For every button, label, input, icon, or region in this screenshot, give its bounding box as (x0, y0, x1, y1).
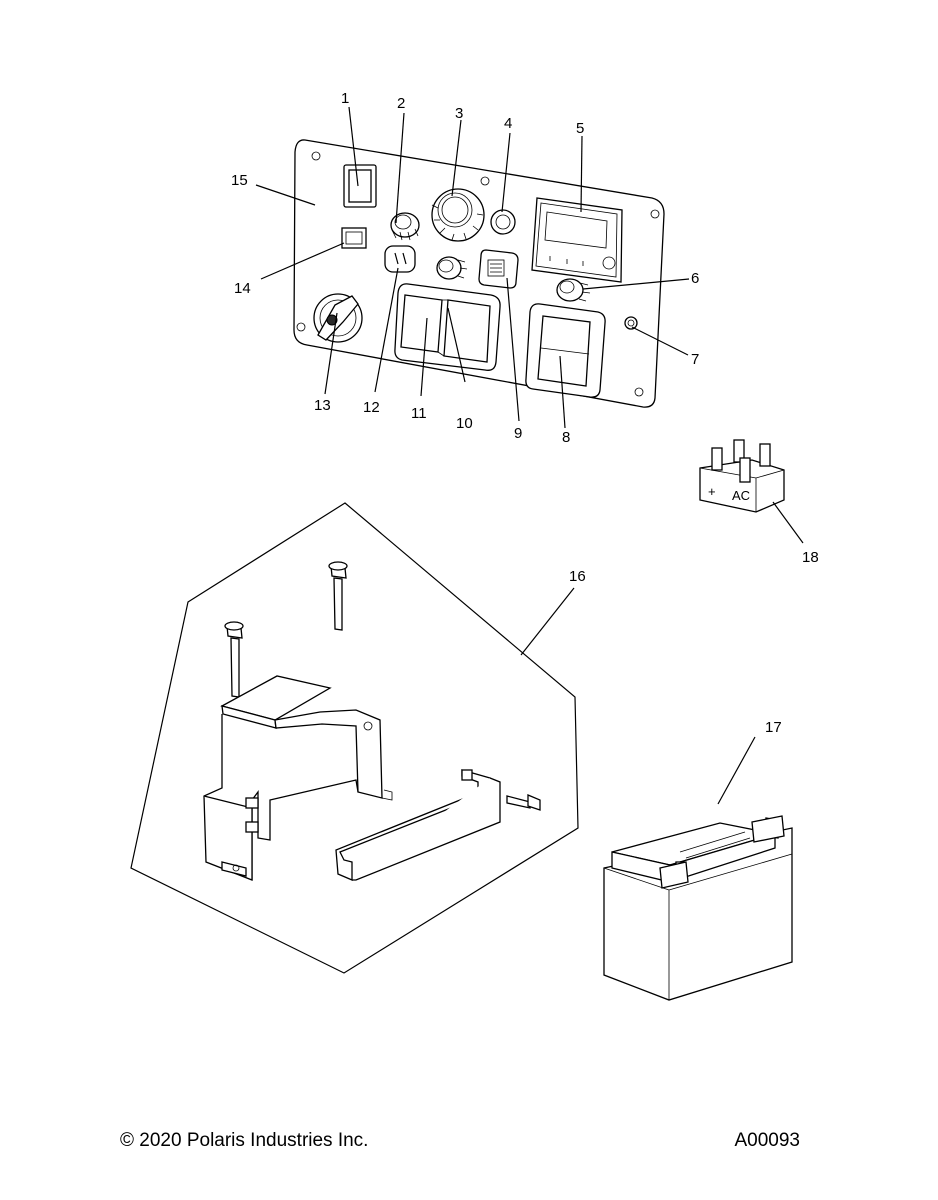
callout-6: 6 (691, 270, 699, 287)
battery-part-17 (603, 815, 793, 1001)
screw-part-7 (624, 316, 638, 330)
rocker-switch-part-1 (343, 164, 377, 208)
key-switch-part-13 (313, 293, 363, 343)
callout-15: 15 (231, 172, 248, 189)
rectifier-part-18: + AC (699, 439, 785, 513)
dial-part-3 (431, 188, 485, 242)
callout-3: 3 (455, 105, 463, 122)
callout-11: 11 (411, 405, 427, 422)
copyright-text: © 2020 Polaris Industries Inc. (120, 1130, 369, 1151)
usb-socket-part-9 (478, 249, 519, 289)
callout-13: 13 (314, 397, 331, 414)
rocker-switch-part-8 (525, 303, 606, 398)
bolt-right (506, 794, 541, 811)
callout-labels: 1 2 3 4 5 6 7 8 9 10 11 12 13 14 15 16 1… (231, 90, 819, 736)
indicator-switch-part-14 (341, 227, 367, 249)
callout-10: 10 (456, 415, 473, 432)
bolt-upper (328, 561, 348, 631)
outlet-part-12 (384, 245, 416, 273)
callout-16: 16 (569, 568, 586, 585)
callout-18: 18 (802, 549, 819, 566)
rectifier-ac-label: AC (732, 488, 750, 503)
callout-9: 9 (514, 425, 522, 442)
callout-17: 17 (765, 719, 782, 736)
indicator-part-4 (490, 209, 516, 235)
callout-7: 7 (691, 351, 699, 368)
bracket-strap (335, 769, 501, 881)
bolt-left (224, 621, 244, 698)
callout-8: 8 (562, 429, 570, 446)
knob-center (436, 256, 468, 280)
callout-2: 2 (397, 95, 405, 112)
rectifier-plus-label: + (708, 484, 716, 499)
callout-12: 12 (363, 399, 380, 416)
callout-5: 5 (576, 120, 584, 137)
mounting-bracket (203, 675, 393, 881)
double-rocker-switch-parts-10-11 (394, 283, 501, 371)
knob-part-2 (390, 212, 420, 241)
diagram-code: A00093 (734, 1130, 800, 1151)
callout-1: 1 (341, 90, 349, 107)
callout-14: 14 (234, 280, 251, 297)
leader-lines (255, 106, 804, 805)
callout-4: 4 (504, 115, 512, 132)
display-meter-part-5 (531, 197, 623, 283)
knob-part-6 (556, 278, 591, 302)
bracket-kit-boundary-part-16 (130, 502, 579, 974)
